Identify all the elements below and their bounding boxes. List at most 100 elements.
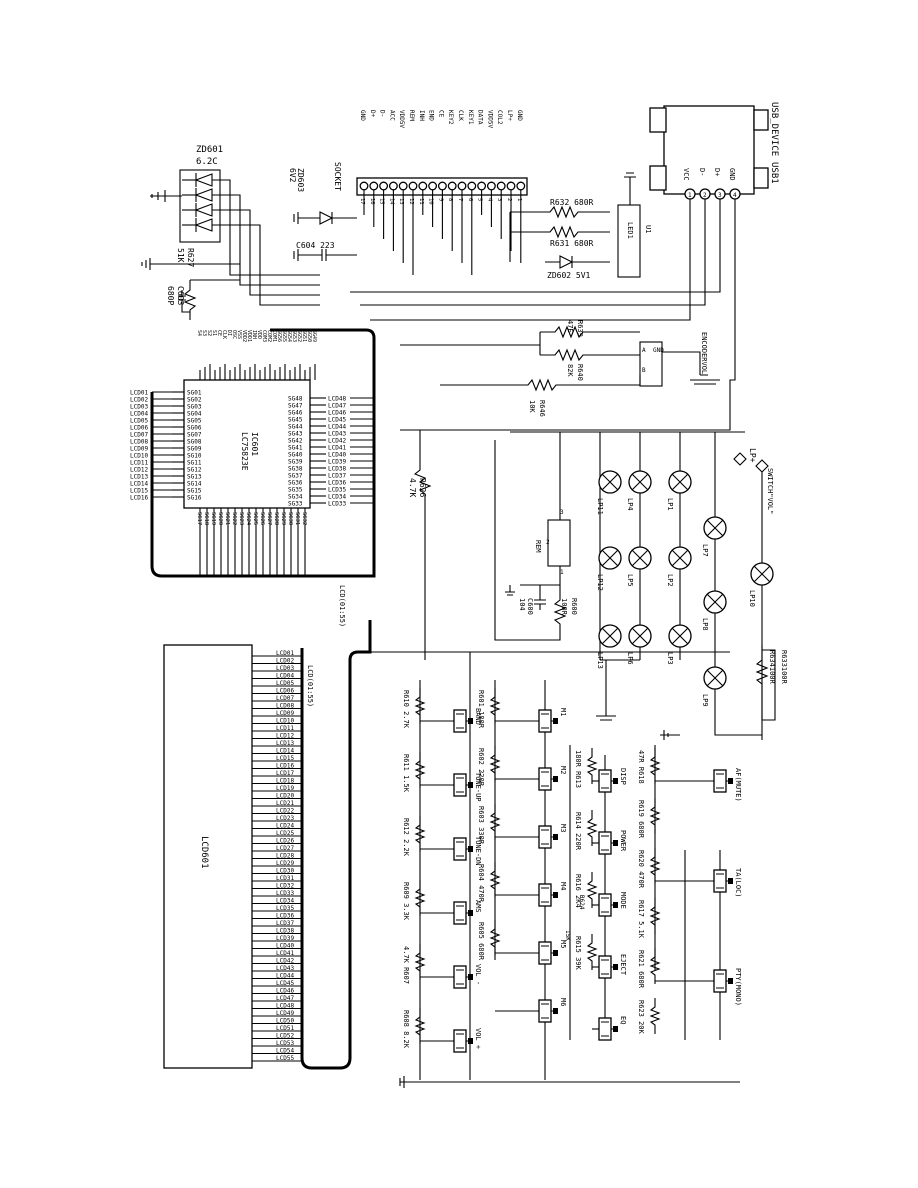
r600-val: 100R bbox=[560, 598, 568, 616]
bus-label: LCD(01:55) bbox=[338, 585, 346, 627]
enc-a: A bbox=[642, 347, 646, 354]
socket-connector: SOCKET GND17D+16D-15ACC14VDD5V13REM12INH… bbox=[333, 110, 528, 275]
lcd-line-label: LCD25 bbox=[276, 830, 294, 837]
usb-pin-dplus: D+ bbox=[713, 168, 721, 176]
ic-pin-top: S3 bbox=[201, 330, 207, 336]
usb-pin-num-3: 3 bbox=[718, 192, 722, 199]
socket-pin-number: 15 bbox=[379, 198, 385, 205]
socket-pin-name: DATA bbox=[477, 110, 484, 125]
key-label: POWER bbox=[619, 830, 627, 852]
lamp-lp4: LP4 bbox=[626, 470, 652, 511]
lamp-label: LP6 bbox=[626, 652, 634, 665]
encoder-label: ENCODERVOL bbox=[700, 332, 708, 374]
socket-pin-number: 16 bbox=[369, 198, 375, 205]
r634-label: R634100R bbox=[768, 650, 776, 685]
ic-pin-top: OSC bbox=[231, 330, 237, 339]
rem-pin-3: 3 bbox=[560, 509, 564, 516]
lamp-label: LP10 bbox=[748, 590, 756, 607]
ic601-part: LC75823E bbox=[240, 432, 249, 471]
socket-pin-name: GND bbox=[516, 110, 523, 121]
socket-pin-name: GND bbox=[359, 110, 366, 121]
key-resistor: R617 5.1K bbox=[637, 900, 645, 939]
ic-pin-top: SG50 bbox=[306, 330, 312, 342]
lamp-label: LP5 bbox=[626, 574, 634, 587]
socket-pin-name: CLK bbox=[457, 110, 464, 121]
c603-val: 680P bbox=[166, 286, 175, 305]
ic-pin-bottom: SG24 bbox=[245, 512, 251, 526]
lcd-line-label: LCD41 bbox=[276, 950, 294, 957]
socket-pin bbox=[516, 181, 526, 191]
usb-tab-right-bottom bbox=[753, 167, 769, 189]
lcd-line-label: LCD40 bbox=[276, 943, 294, 950]
socket-pin-number: 11 bbox=[418, 198, 424, 205]
ic-pin-left: SG10 bbox=[187, 453, 202, 460]
key-label: EQ bbox=[619, 1016, 627, 1024]
key-label: TA(LOC) bbox=[734, 868, 742, 898]
lamp-matrix: LP+ SWITCH"VOL" LP1LP2LP3LP4LP5LP6LP7LP8… bbox=[510, 431, 788, 740]
zd603-val: 6V2 bbox=[288, 168, 297, 183]
lcd-line-label: LCD16 bbox=[276, 763, 294, 770]
key-resistor: R619 680R bbox=[637, 800, 645, 839]
ic601-body bbox=[183, 379, 311, 509]
ic-net-left: LCD13 bbox=[130, 474, 148, 481]
lcd-line-label: LCD27 bbox=[276, 845, 294, 852]
ic-pin-bottom: SG19 bbox=[210, 512, 216, 525]
r639-val: 47E bbox=[566, 320, 574, 333]
lamp-lp5: LP5 bbox=[626, 546, 652, 587]
lamp-label: LP12 bbox=[596, 574, 604, 591]
lamp-label: LP9 bbox=[701, 694, 709, 707]
ic-pin-bottom: SG25 bbox=[252, 512, 258, 525]
lcd-line-label: LCD53 bbox=[276, 1040, 294, 1047]
c603-ref: C603 bbox=[176, 286, 185, 305]
key-vol-: R608 8.2K VOL + bbox=[402, 1008, 482, 1053]
lcd601: LCD601 LCD01LCD02LCD03LCD04LCD05LCD06LCD… bbox=[163, 620, 372, 1070]
key-label: M4 bbox=[559, 882, 567, 890]
lcd-line-label: LCD31 bbox=[276, 875, 294, 882]
key-resistor: R603 330R bbox=[477, 806, 485, 845]
r624-label: R624 bbox=[578, 895, 585, 910]
socket-pin bbox=[496, 181, 506, 191]
r646-ref: R646 bbox=[538, 400, 546, 417]
lamp-label: LP4 bbox=[626, 498, 634, 511]
ic-pin-right: SG46 bbox=[288, 410, 303, 417]
ic-pin-left: SG15 bbox=[187, 488, 202, 495]
key-res-5: R623 20K bbox=[637, 998, 661, 1035]
key-resistor: R614 220R bbox=[574, 812, 582, 851]
rem-section: R626 4.7K REM 3 2 1 C600 104 R600 100R bbox=[408, 430, 578, 660]
socket-pin bbox=[486, 181, 496, 191]
r639-ref: R639 bbox=[576, 320, 584, 337]
lamp-lp13: LP13 bbox=[596, 624, 622, 669]
socket-pin-name: END bbox=[428, 110, 435, 121]
socket-pin-name: CE bbox=[437, 110, 444, 118]
ic-pin-right: SG42 bbox=[288, 438, 303, 445]
usb-pin-num-1: 1 bbox=[688, 192, 692, 199]
ic-pin-top: SG54 bbox=[286, 330, 292, 342]
ic-pin-right: SG37 bbox=[288, 473, 303, 480]
lcd601-body bbox=[163, 644, 253, 1069]
lcd-line-label: LCD04 bbox=[276, 673, 294, 680]
socket-pin-number: 6 bbox=[467, 198, 473, 201]
lcd-line-label: LCD50 bbox=[276, 1018, 294, 1025]
key-label: VOL + bbox=[474, 1028, 482, 1049]
lamp-label: LP1 bbox=[666, 498, 674, 511]
lcd-line-label: LCD37 bbox=[276, 920, 294, 927]
socket-pin-number: 1 bbox=[516, 198, 522, 201]
lcd-line-label: LCD24 bbox=[276, 823, 294, 830]
ic-pin-right: SG48 bbox=[288, 396, 303, 403]
socket-pin-name: KEY1 bbox=[467, 110, 474, 125]
key-label: MODE bbox=[619, 892, 627, 909]
zd603-ref: ZD603 bbox=[296, 168, 305, 192]
r631-label: R631 680R bbox=[550, 239, 594, 248]
lcd-line-label: LCD34 bbox=[276, 898, 294, 905]
lcd-line-label: LCD20 bbox=[276, 793, 294, 800]
ic-net-left: LCD08 bbox=[130, 439, 148, 446]
usb-pin-num-4: 4 bbox=[733, 192, 737, 199]
key-resistor: R608 8.2K bbox=[402, 1010, 410, 1049]
